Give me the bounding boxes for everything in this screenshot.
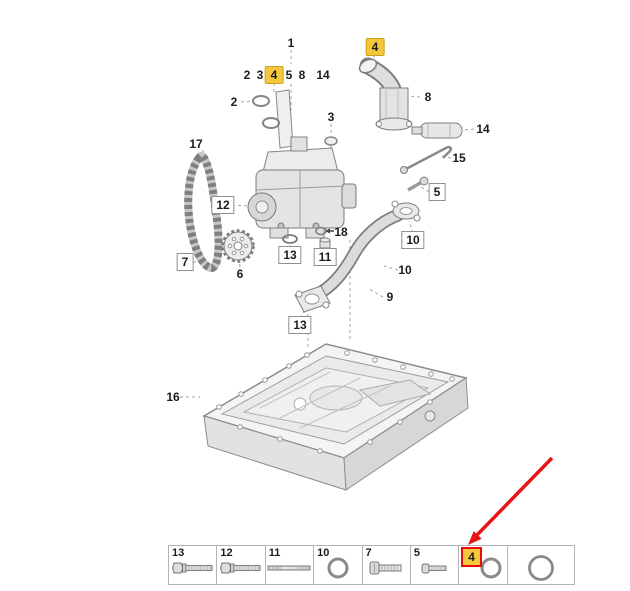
callout-16[interactable]: 16: [166, 390, 180, 404]
legend-part-number: 13: [172, 547, 185, 559]
callout-2[interactable]: 2: [230, 95, 238, 109]
stud-bolt-icon: [266, 560, 312, 576]
callout-13[interactable]: 13: [278, 246, 302, 264]
legend-cell-12[interactable]: 12: [217, 546, 266, 584]
callout-7[interactable]: 7: [176, 253, 194, 271]
callout-4-highlighted[interactable]: 4: [264, 66, 284, 84]
callout-9[interactable]: 9: [386, 290, 394, 304]
legend-strip: 13 12 11 10 7 5 4: [168, 545, 575, 585]
legend-cell-5[interactable]: 5: [411, 546, 460, 584]
callout-4-highlighted[interactable]: 4: [365, 38, 385, 56]
legend-part-number-highlighted: 4: [461, 547, 482, 567]
callout-18[interactable]: 18: [334, 225, 348, 239]
legend-cell-10[interactable]: 10: [314, 546, 363, 584]
part-16-oil-pan: [202, 343, 469, 491]
legend-cell-13[interactable]: 13: [169, 546, 218, 584]
callout-11[interactable]: 11: [313, 248, 337, 266]
callout-2[interactable]: 2: [243, 68, 251, 82]
part-13-oring-upper: [282, 234, 298, 244]
callout-17[interactable]: 17: [189, 137, 203, 151]
callout-5[interactable]: 5: [285, 68, 293, 82]
callout-10[interactable]: 10: [401, 231, 425, 249]
callout-3[interactable]: 3: [256, 68, 264, 82]
part-18-seal: [315, 226, 334, 236]
callout-13[interactable]: 13: [288, 316, 312, 334]
part-3-seal: [324, 136, 338, 150]
hex-flange-bolt-icon: [171, 558, 214, 578]
callout-14[interactable]: 14: [316, 68, 330, 82]
legend-cell-7[interactable]: 7: [363, 546, 411, 584]
part-oil-pump-assembly: [247, 136, 357, 239]
callout-8[interactable]: 8: [424, 90, 432, 104]
legend-part-number: 5: [413, 547, 420, 559]
legend-part-number: 11: [268, 547, 281, 559]
part-15-rod: [400, 145, 453, 174]
hex-flange-bolt-icon: [220, 558, 262, 578]
part-8-oil-pipe: [358, 57, 413, 131]
o-ring-large-icon: [526, 553, 556, 583]
legend-part-number: 10: [317, 547, 330, 559]
callout-8[interactable]: 8: [298, 68, 306, 82]
o-ring-icon: [478, 555, 504, 581]
part-11-bushing: [319, 237, 331, 249]
o-ring-icon: [325, 555, 351, 581]
callout-14[interactable]: 14: [476, 122, 490, 136]
callout-10[interactable]: 10: [398, 263, 412, 277]
callout-3[interactable]: 3: [327, 110, 335, 124]
callout-6[interactable]: 6: [236, 267, 244, 281]
screw-icon: [420, 559, 450, 577]
legend-cell-ring[interactable]: [508, 546, 574, 584]
callout-5[interactable]: 5: [428, 183, 446, 201]
part-6-sprocket: [221, 229, 255, 263]
callout-15[interactable]: 15: [452, 151, 466, 165]
selection-arrow: [468, 456, 554, 545]
legend-part-number: 7: [365, 547, 372, 559]
legend-cell-4[interactable]: 4: [459, 546, 508, 584]
legend-cell-11[interactable]: 11: [266, 546, 315, 584]
part-5-screw: [407, 176, 429, 192]
legend-part-number: 12: [220, 547, 233, 559]
part-17-timing-chain: [184, 151, 223, 273]
part-14-bracket: [411, 122, 463, 139]
callout-12[interactable]: 12: [211, 196, 235, 214]
torx-screw-icon: [368, 558, 404, 578]
callout-1[interactable]: 1: [287, 36, 295, 50]
part-9-pickup-pipe: [294, 200, 421, 313]
